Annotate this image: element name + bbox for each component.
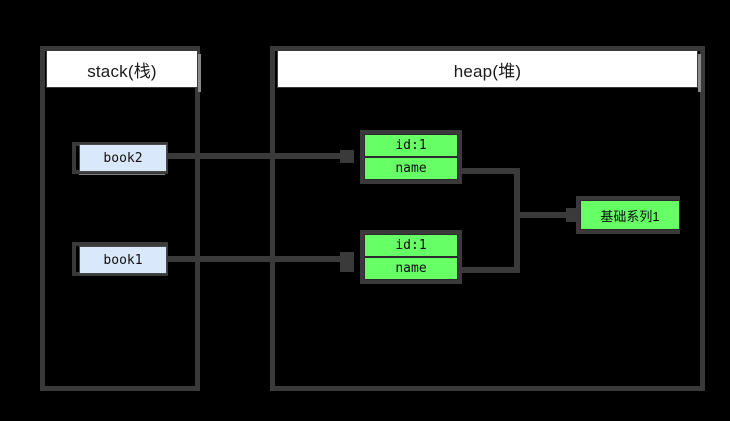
stack-container-title: stack(栈) bbox=[46, 50, 198, 88]
heap-object-bottom-id-label: id:1 bbox=[395, 238, 427, 253]
heap-container-body bbox=[270, 46, 705, 391]
edge-merge-vertical bbox=[514, 168, 520, 273]
heap-object-bottom-name-label: name bbox=[395, 261, 427, 276]
edge-book2-to-obj-top bbox=[166, 153, 346, 159]
heap-container-title: heap(堆) bbox=[277, 50, 698, 88]
heap-object-bottom-id-row: id:1 bbox=[364, 234, 458, 257]
heap-object-bottom[interactable]: id:1 name bbox=[360, 230, 462, 284]
heap-title-text: heap(堆) bbox=[453, 61, 522, 81]
heap-object-top-id-label: id:1 bbox=[395, 138, 427, 153]
edge-obj-bottom-name-right bbox=[458, 267, 520, 273]
edge-merge-to-shared-value bbox=[514, 212, 576, 218]
stack-variable-book1[interactable]: book1 bbox=[79, 246, 167, 274]
heap-title-shadow-right bbox=[698, 54, 701, 92]
edge-obj-top-name-right bbox=[458, 168, 520, 174]
stack-variable-book2[interactable]: book2 bbox=[79, 144, 167, 172]
edge-book2-arrowhead bbox=[340, 150, 354, 163]
shared-value-label: 基础系列1 bbox=[600, 208, 660, 224]
edge-book1-arrowhead bbox=[340, 252, 354, 272]
book1-label: book1 bbox=[103, 252, 143, 268]
stack-title-text: stack(栈) bbox=[87, 61, 157, 81]
shared-value-box[interactable]: 基础系列1 bbox=[580, 200, 680, 230]
stack-title-shadow-right bbox=[198, 54, 201, 92]
heap-object-top-id-row: id:1 bbox=[364, 134, 458, 157]
stack-container-body bbox=[40, 46, 200, 391]
book2-label: book2 bbox=[103, 150, 143, 166]
heap-object-top-name-label: name bbox=[395, 161, 427, 176]
heap-object-bottom-name-row: name bbox=[364, 257, 458, 280]
heap-object-top[interactable]: id:1 name bbox=[360, 130, 462, 184]
heap-object-top-name-row: name bbox=[364, 157, 458, 180]
edge-book1-to-obj-bottom bbox=[166, 256, 346, 262]
